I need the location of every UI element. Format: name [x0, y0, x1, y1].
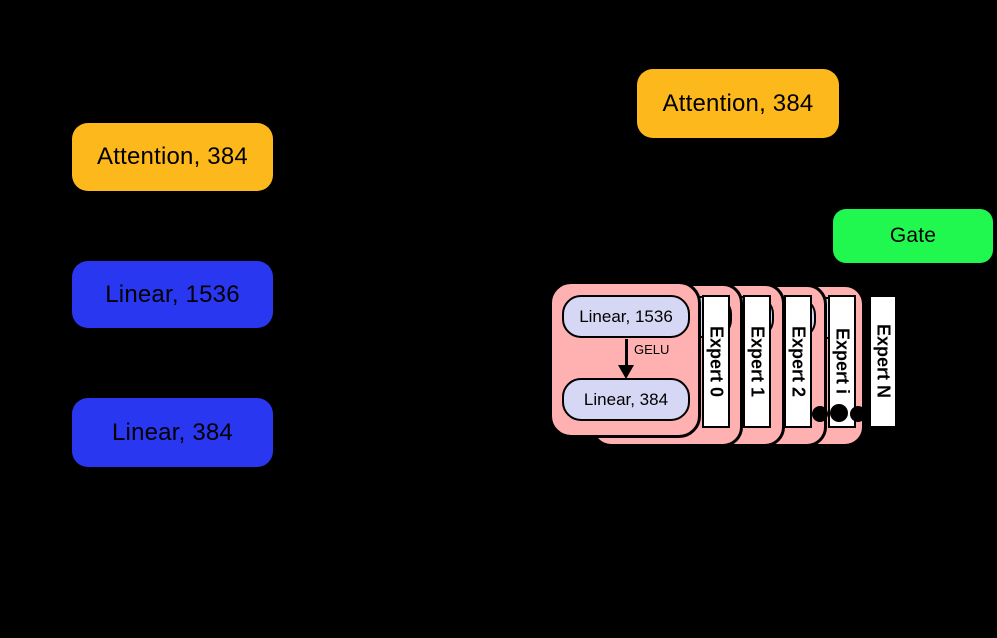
down-arrow-head-icon	[618, 365, 634, 379]
gelu-activation-label: GELU	[634, 342, 670, 357]
expert-tab-2: Expert 2	[784, 295, 812, 428]
ellipsis-dot-3	[850, 406, 866, 422]
gate-box: Gate	[833, 209, 993, 263]
expert-tab-0: Expert 0	[702, 295, 730, 428]
expert-card-main: Linear, 1536 GELU Linear, 384	[549, 281, 701, 438]
moe-attention-box: Attention, 384	[637, 69, 839, 138]
dense-linear-up-box: Linear, 1536	[72, 261, 273, 328]
expert-tab-n: Expert N	[869, 295, 897, 428]
expert-linear-up-box: Linear, 1536	[562, 295, 690, 338]
expert-tab-1: Expert 1	[743, 295, 771, 428]
ellipsis-dot-1	[812, 406, 828, 422]
expert-linear-down-box: Linear, 384	[562, 378, 690, 421]
ellipsis-dot-2	[830, 404, 848, 422]
dense-attention-box: Attention, 384	[72, 123, 273, 191]
down-arrow-icon	[625, 339, 628, 368]
dense-linear-down-box: Linear, 384	[72, 398, 273, 467]
